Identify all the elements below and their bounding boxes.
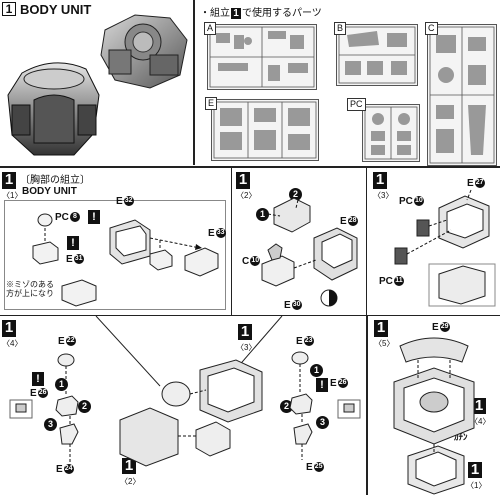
caution-icon-e31: ! [67, 236, 79, 250]
step-1-5-drawing [393, 337, 475, 495]
step-1-1-note: ※ミゾのある 方が上になり [6, 280, 54, 298]
caution-icon-pc8: ! [88, 210, 100, 224]
step-1-5-badge: 1 [374, 320, 388, 337]
parts-note-suffix: で使用するパーツ [242, 8, 322, 19]
note-line-1: ※ミゾのある [6, 280, 54, 289]
runner-e-tag: E [205, 97, 218, 110]
caution-icon-e26a: ! [32, 372, 44, 386]
step-1-2-sub: 〈2〉 [236, 191, 257, 200]
step-1-1-title-en: BODY UNIT [22, 186, 77, 197]
step-1-1-inner-frame [4, 200, 226, 310]
step4-order-2-right: 2 [280, 400, 293, 413]
step4-order-2-left: 2 [78, 400, 91, 413]
order-1-icon: 1 [256, 208, 269, 221]
step-1-1-badge: 1 [2, 172, 16, 189]
step-1-1-drawing [32, 213, 219, 307]
step-1-4-drawing [9, 316, 361, 467]
step4-order-1-left: 1 [55, 378, 68, 391]
runner-pc [362, 104, 420, 162]
ref-1-2-sub: 〈2〉 [120, 477, 141, 486]
runner-c-tag: C [425, 22, 438, 35]
step4-order-3-right: 3 [316, 416, 329, 429]
product-photo-body-front [4, 55, 104, 160]
step-1-4-sub: 〈4〉 [2, 339, 23, 348]
step-1-2-badge: 1 [236, 172, 250, 189]
click-sound-text: ｶﾁﾝ [454, 432, 468, 442]
step-1-3-drawing [394, 189, 496, 307]
runner-a [207, 24, 317, 90]
step-1-1-sub: 〈1〉 [2, 191, 23, 200]
caution-icon-e26b: ! [316, 378, 328, 392]
runner-pc-tag: PC [347, 98, 366, 111]
parts-note-prefix: ・組立 [200, 8, 230, 19]
ref-1-2-badge: 1 [122, 458, 136, 474]
runner-e [211, 99, 319, 161]
ref-1-4-sub: 〈4〉 [470, 417, 491, 426]
ref-1-3-sub: 〈3〉 [236, 343, 257, 352]
runner-a-tag: A [204, 22, 217, 35]
ref-1-3-badge: 1 [238, 324, 252, 340]
runner-b [336, 24, 418, 86]
step4-order-1-right: 1 [310, 364, 323, 377]
step-1-4-badge: 1 [2, 320, 16, 337]
header-title-area: 1 BODY UNIT [0, 0, 200, 18]
runner-b-tag: B [334, 22, 347, 35]
order-2-icon: 2 [289, 188, 302, 201]
step-1-2-drawing [261, 197, 358, 307]
ref-1-1-sub: 〈1〉 [466, 481, 487, 490]
note-line-2: 方が上になり [6, 289, 54, 298]
header-step-badge: 1 [2, 2, 16, 16]
step-1-3-badge: 1 [373, 172, 387, 189]
header-bottom-divider [0, 166, 500, 168]
ref-1-4-badge: 1 [472, 398, 486, 414]
runner-c [427, 24, 497, 166]
header-title: BODY UNIT [20, 2, 92, 17]
product-photo-body-back [95, 10, 190, 90]
step-1-1-title-jp: 〔胸部の組立〕 [20, 175, 90, 186]
step-1-5-sub: 〈5〉 [374, 339, 395, 348]
step-1-3-sub: 〈3〉 [373, 191, 394, 200]
header-divider [193, 0, 195, 165]
parts-note-step: 1 [231, 8, 241, 19]
ref-1-1-badge: 1 [468, 462, 482, 478]
step4-order-3-left: 3 [44, 418, 57, 431]
